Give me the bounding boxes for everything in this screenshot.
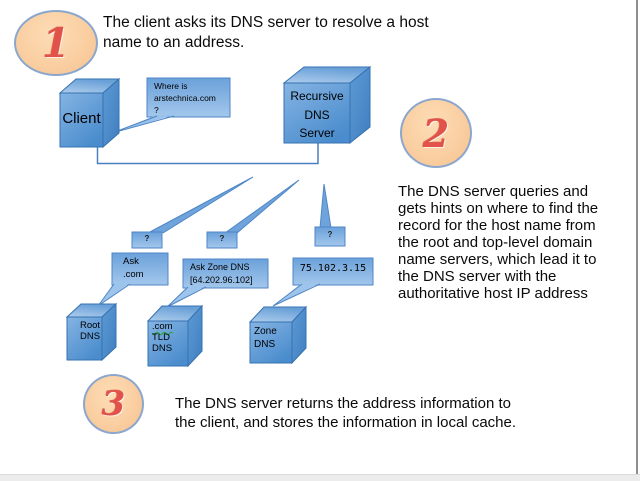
question-box-3 xyxy=(314,226,346,247)
window-right-edge xyxy=(636,0,638,481)
client-to-server-connector-line xyxy=(96,143,319,165)
askcom-callout xyxy=(97,252,169,307)
question-box-1 xyxy=(131,231,163,249)
tld-cube-front-face xyxy=(147,320,189,367)
query-tail-2-outline xyxy=(224,179,300,234)
ip-callout-box xyxy=(292,257,374,286)
tld-dns-cube xyxy=(146,304,204,368)
root-dns-cube xyxy=(65,302,118,362)
askzone-callout xyxy=(166,258,269,308)
query-tail-3-outline xyxy=(319,183,332,229)
ip-callout-tail-outline xyxy=(272,283,321,307)
zone-dns-cube xyxy=(248,305,308,365)
client-cube-front-face xyxy=(59,92,104,148)
askzone-callout-box xyxy=(182,258,269,289)
query-tails xyxy=(147,176,332,234)
whereis-callout-tail-outline xyxy=(111,115,175,134)
whereis-callout-box xyxy=(146,77,231,118)
zone-cube-front-face xyxy=(249,321,293,364)
ip-callout xyxy=(272,257,374,307)
askcom-callout-box xyxy=(111,252,169,286)
client-cube xyxy=(58,77,121,149)
recursive-dns-server-cube xyxy=(282,65,372,145)
query-tail-3 xyxy=(320,184,331,228)
window-bottom-bar xyxy=(0,474,640,481)
root-cube-front-face xyxy=(66,316,103,361)
question-box-2 xyxy=(206,231,238,249)
query-tail-1-outline xyxy=(147,176,254,234)
recursive-cube-front-face xyxy=(283,82,351,144)
whereis-callout xyxy=(111,77,231,134)
